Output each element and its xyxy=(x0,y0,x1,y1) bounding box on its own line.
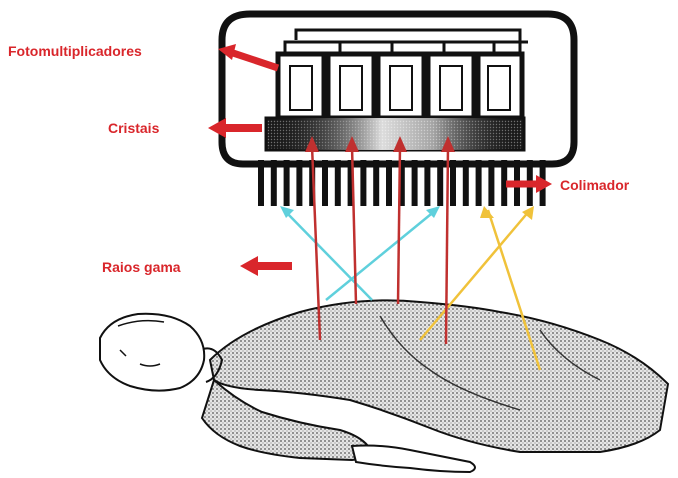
photomultiplier-tube xyxy=(428,54,474,118)
collimator-septum xyxy=(322,160,328,206)
collimator-septum xyxy=(424,160,430,206)
label-crystals: Cristais xyxy=(108,120,160,136)
scattered-rays-cyan xyxy=(280,206,440,300)
collimator-septum xyxy=(373,160,379,206)
collimator-septum xyxy=(258,160,264,206)
patient xyxy=(100,300,668,472)
collimator-septum xyxy=(412,160,418,206)
collimator-septum xyxy=(296,160,302,206)
collimator-septum xyxy=(476,160,482,206)
photomultiplier-tube xyxy=(378,54,424,118)
collimator-septum xyxy=(360,160,366,206)
arrow-gamma-rays xyxy=(240,256,292,276)
collimator-septum xyxy=(386,160,392,206)
collimator-septum xyxy=(437,160,443,206)
label-gamma-rays: Raios gama xyxy=(102,259,181,275)
patient-hand xyxy=(352,446,475,473)
photomultiplier-tube xyxy=(478,54,522,118)
photomultiplier-tubes xyxy=(278,54,522,118)
collimator-septum xyxy=(463,160,469,206)
arrow-crystals xyxy=(208,118,262,138)
arrow-photomultipliers xyxy=(218,44,278,68)
collimator-septum xyxy=(284,160,290,206)
collimator-septum xyxy=(335,160,341,206)
label-photomultipliers: Fotomultiplicadores xyxy=(8,43,142,59)
collimator xyxy=(258,160,546,206)
label-collimator: Colimador xyxy=(560,177,630,193)
photomultiplier-tube xyxy=(328,54,374,118)
collimator-septum xyxy=(450,160,456,206)
photomultiplier-tube xyxy=(278,54,324,118)
crystal-layer xyxy=(266,118,524,150)
patient-head xyxy=(100,314,204,391)
collimator-septum xyxy=(271,160,277,206)
collimator-septum xyxy=(488,160,494,206)
